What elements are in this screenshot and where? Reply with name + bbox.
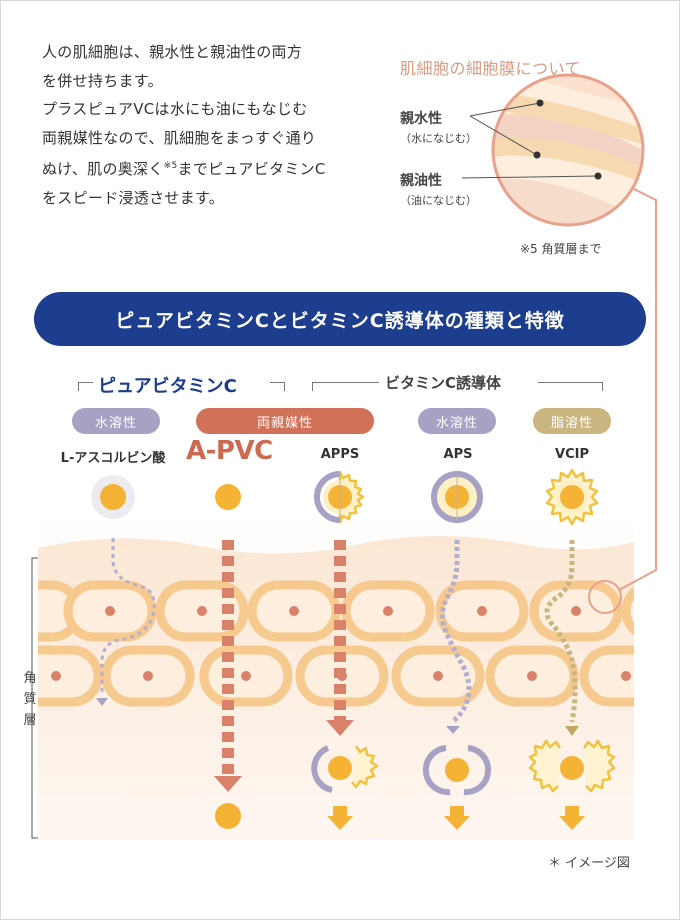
molecule-vcip-top [545,468,599,526]
column-vcip: VCIP [555,447,589,462]
lipophilic-label: 親油性 （油になじむ） [400,170,477,208]
path-a-pvc [214,540,242,829]
molecule-vcip-bottom [528,739,616,830]
column-l-ascorbic-acid: L-アスコルビン酸 [60,451,166,466]
molecule-apps-bottom [311,745,379,830]
skin-layer-label-1: 角 [23,671,37,686]
footnote-5: ※5 角質層まで [520,242,602,256]
group-pure-vitamin-c: ピュアビタミンC [98,376,237,397]
skin-layer-label-3: 層 [23,713,37,728]
pill-water-soluble-2: 水溶性 [418,408,496,434]
molecule-apps-top [314,470,365,524]
skin-layer-bracket [31,557,38,839]
membrane-detail-title: 肌細胞の細胞膜について [400,59,582,78]
column-aps: APS [443,447,473,462]
molecule-aps-top [431,471,483,523]
pill-water-soluble-1: 水溶性 [72,408,160,434]
molecule-a-pvc-bottom [215,803,241,829]
path-apps [326,540,354,736]
hydrophilic-label: 親水性 （水になじむ） [400,108,477,146]
pill-oil-soluble: 脂溶性 [533,408,611,434]
pure-bracket-left [78,382,93,391]
pill-amphiphilic: 両親媒性 [196,408,374,434]
intro-text: 人の肌細胞は、親水性と親油性の両方 を併せ持ちます。 プラスピュアVCは水にも油… [42,38,392,212]
skin-layer [38,520,634,840]
lipophilic-label-main: 親油性 [400,173,442,189]
derivative-bracket-left [312,382,379,391]
path-vcip [544,540,579,736]
skin-layer-label: 角 質 層 [22,668,38,731]
derivative-bracket-right [538,382,603,391]
path-l-ascorbic [96,538,156,706]
column-apps: APPS [320,447,360,462]
molecule-l-ascorbic-top [91,475,135,519]
membrane-zoom-circle [461,73,645,227]
zoom-connector [588,187,657,614]
footnote-mark: ※5 [163,161,178,171]
intro-line-4: 両親媒性なので、肌細胞をまっすぐ通り [42,128,317,147]
pure-bracket-right [270,382,285,391]
group-derivative: ビタミンC誘導体 [385,374,502,392]
intro-line-1: 人の肌細胞は、親水性と親油性の両方 [42,43,303,61]
hydrophilic-label-sub: （水になじむ） [400,132,477,145]
lipophilic-label-sub: （油になじむ） [400,194,477,207]
skin-layer-label-2: 質 [23,692,37,707]
intro-line-5b: までピュアビタミンC [177,160,326,178]
molecule-aps-bottom [422,745,492,830]
intro-line-2: を併せ持ちます。 [42,71,163,90]
intro-line-3: プラスピュアVCは水にも油にもなじむ [42,100,308,118]
image-note: ＊ イメージ図 [548,856,630,871]
path-aps [440,540,472,734]
intro-line-5a: ぬけ、肌の奥深く [42,160,164,178]
column-a-pvc: A-PVC [186,436,273,466]
section-banner: ピュアビタミンCとビタミンC誘導体の種類と特徴 [34,292,646,346]
hydrophilic-label-main: 親水性 [400,111,442,127]
intro-line-5: ぬけ、肌の奥深く※5までピュアビタミンC [42,152,392,184]
molecule-a-pvc-top [215,484,241,510]
intro-line-6: をスピード浸透させます。 [42,188,225,207]
